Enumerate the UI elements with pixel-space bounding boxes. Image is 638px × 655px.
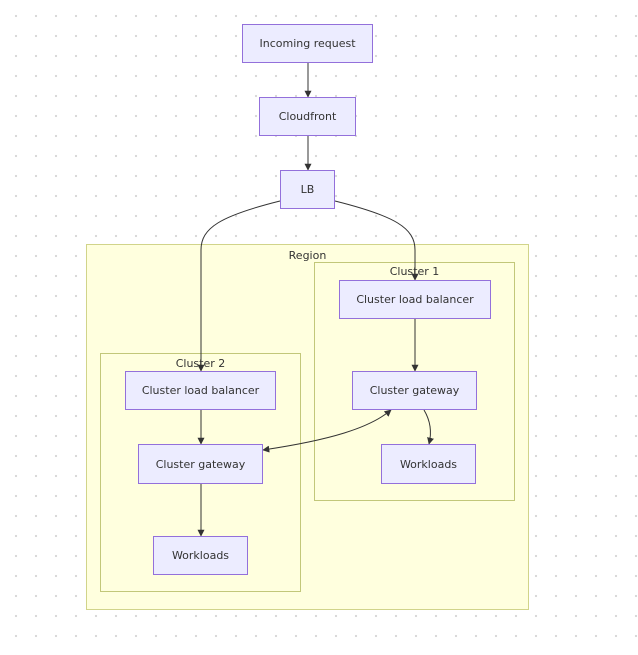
cluster-2-gateway-node: Cluster gateway [138, 444, 263, 484]
cluster-1-gateway-node: Cluster gateway [352, 371, 477, 410]
cluster-1-workloads-label: Workloads [399, 457, 458, 471]
cluster-2-label: Cluster 2 [175, 357, 226, 370]
region-label: Region [288, 249, 327, 262]
cluster-1-gateway-label: Cluster gateway [369, 384, 460, 397]
cluster-2-load-balancer-label: Cluster load balancer [141, 384, 260, 397]
lb-node: LB [280, 170, 335, 209]
cluster-2-gateway-label: Cluster gateway [155, 457, 246, 471]
incoming-request-node: Incoming request [242, 24, 373, 63]
lb-label: LB [300, 183, 315, 196]
cluster-1-workloads-node: Workloads [381, 444, 476, 484]
cluster-1-load-balancer-node: Cluster load balancer [339, 280, 491, 319]
cluster-1-load-balancer-label: Cluster load balancer [356, 293, 474, 306]
incoming-request-label: Incoming request [259, 37, 356, 50]
cluster-2-workloads-node: Workloads [153, 536, 248, 575]
cloudfront-node: Cloudfront [259, 97, 356, 136]
cloudfront-label: Cloudfront [278, 110, 337, 123]
cluster-1-label: Cluster 1 [389, 265, 440, 278]
cluster-2-workloads-label: Workloads [171, 549, 230, 562]
cluster-2-load-balancer-node: Cluster load balancer [125, 371, 276, 410]
